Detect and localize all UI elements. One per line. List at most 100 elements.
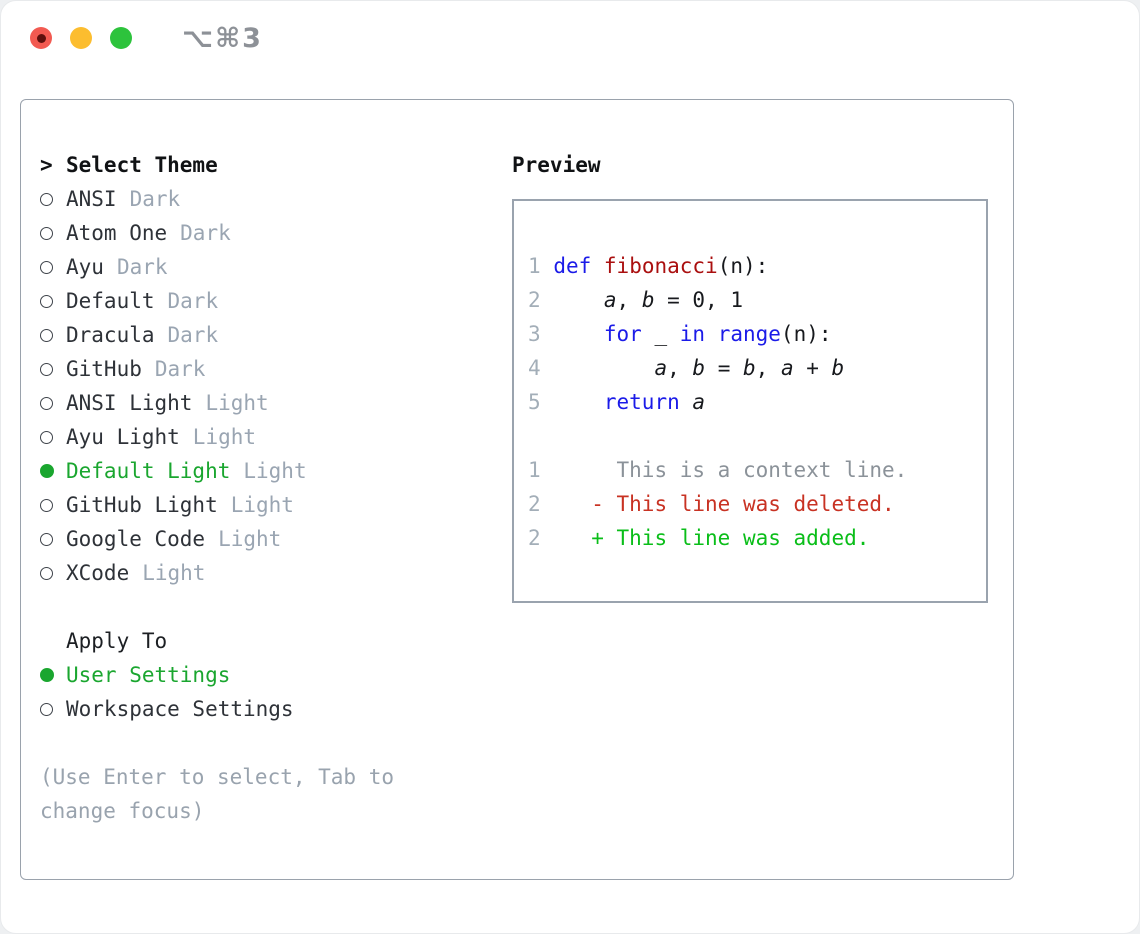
theme-variant-tag: Light <box>205 391 269 415</box>
theme-variant-tag: Light <box>192 425 257 449</box>
theme-option[interactable]: ANSI Dark <box>40 182 394 216</box>
hint-line-2: change focus) <box>40 799 205 823</box>
code-token-pl: _ <box>641 322 680 346</box>
code-token-kw: in <box>679 322 706 346</box>
code-token-pl <box>541 390 604 414</box>
code-token-pl <box>541 322 604 346</box>
line-number: 2 <box>528 492 541 516</box>
code-token-pl <box>541 254 554 278</box>
code-token-v: b <box>692 356 706 380</box>
code-token-pl: , <box>616 288 642 312</box>
theme-option-label: Default Light <box>66 459 231 483</box>
theme-option-label: ANSI Light <box>66 391 193 415</box>
code-token-v: a <box>692 390 706 414</box>
line-number: 5 <box>528 390 541 414</box>
radio-icon <box>40 566 53 580</box>
code-token-kw: for <box>603 322 642 346</box>
theme-variant-tag: Light <box>243 459 307 483</box>
theme-variant-tag: Dark <box>167 323 219 347</box>
theme-option-label: Ayu Light <box>66 425 180 449</box>
diff-line: 2 - This line was deleted. <box>528 487 972 521</box>
code-token-fn: fibonacci <box>603 254 718 278</box>
code-token-pl: + <box>793 356 832 380</box>
radio-icon <box>40 396 53 410</box>
close-button[interactable] <box>30 27 52 49</box>
theme-variant-tag: Light <box>142 561 206 585</box>
preview-spacer <box>528 419 972 453</box>
line-number: 2 <box>528 288 541 312</box>
theme-option-label: Ayu <box>66 255 104 279</box>
code-token-pl <box>541 288 604 312</box>
radio-icon <box>40 260 53 274</box>
code-token-v: a <box>654 356 668 380</box>
code-preview: 1 def fibonacci(n): 2 a, b = 0, 1 3 for _ … <box>528 249 972 419</box>
radio-icon <box>40 498 53 512</box>
theme-option-label: ANSI <box>66 187 117 211</box>
diff-line: 2 + This line was added. <box>528 521 972 555</box>
theme-option-label: GitHub Light <box>66 493 218 517</box>
radio-icon <box>40 702 53 716</box>
minimize-button[interactable] <box>70 27 92 49</box>
diff-preview: 1 This is a context line.2 - This line w… <box>528 453 972 555</box>
zoom-button[interactable] <box>110 27 132 49</box>
radio-icon <box>40 362 53 376</box>
theme-variant-tag: Dark <box>129 187 181 211</box>
code-token-pl: , <box>755 356 781 380</box>
code-line: 3 for _ in range(n): <box>528 317 972 351</box>
line-number: 3 <box>528 322 541 346</box>
code-token-v: b <box>641 288 655 312</box>
code-token-kw: return <box>603 390 680 414</box>
apply-option[interactable]: User Settings <box>40 658 394 692</box>
code-token-ctx: This is a context line. <box>540 458 908 482</box>
theme-variant-tag: Dark <box>180 221 231 245</box>
apply-to-title: Apply To <box>66 629 168 653</box>
theme-option-label: Dracula <box>66 323 155 347</box>
radio-icon <box>40 226 53 240</box>
diff-line: 1 This is a context line. <box>528 453 972 487</box>
theme-option-label: Google Code <box>66 527 206 551</box>
code-token-pl <box>541 356 655 380</box>
code-token-pl: , <box>667 356 693 380</box>
code-token-kw: range <box>717 322 781 346</box>
code-line: 4 a, b = b, a + b <box>528 351 972 385</box>
close-dot-icon <box>36 33 46 43</box>
code-token-kw: def <box>553 254 592 278</box>
theme-option[interactable]: Atom One Dark <box>40 216 394 250</box>
apply-option[interactable]: Workspace Settings <box>40 692 394 726</box>
theme-option[interactable]: GitHub Light Light <box>40 488 394 522</box>
radio-icon <box>40 430 53 444</box>
code-token-pl: = 0, 1 <box>654 288 743 312</box>
line-number: 1 <box>528 458 541 482</box>
hint-line-1: (Use Enter to select, Tab to <box>40 765 395 789</box>
radio-icon <box>40 192 53 206</box>
window-title: ⌥⌘3 <box>182 22 263 54</box>
code-token-v: a <box>780 356 794 380</box>
radio-icon <box>40 294 53 308</box>
select-theme-header: > Select Theme <box>40 148 394 182</box>
code-token-pl <box>705 322 718 346</box>
theme-variant-tag: Light <box>230 493 294 517</box>
theme-option-label: Atom One <box>66 221 168 245</box>
theme-option[interactable]: Ayu Light Light <box>40 420 394 454</box>
titlebar: ⌥⌘3 <box>1 1 1139 75</box>
code-line: 1 def fibonacci(n): <box>528 249 972 283</box>
code-token-pl: (n): <box>780 322 832 346</box>
theme-option[interactable]: Default Light Light <box>40 454 394 488</box>
hint-text: (Use Enter to select, Tab to change focu… <box>40 760 394 828</box>
theme-option[interactable]: ANSI Light Light <box>40 386 394 420</box>
apply-option-label: Workspace Settings <box>66 697 294 721</box>
code-token-v: b <box>831 356 845 380</box>
theme-variant-tag: Dark <box>167 289 219 313</box>
theme-option[interactable]: Dracula Dark <box>40 318 394 352</box>
